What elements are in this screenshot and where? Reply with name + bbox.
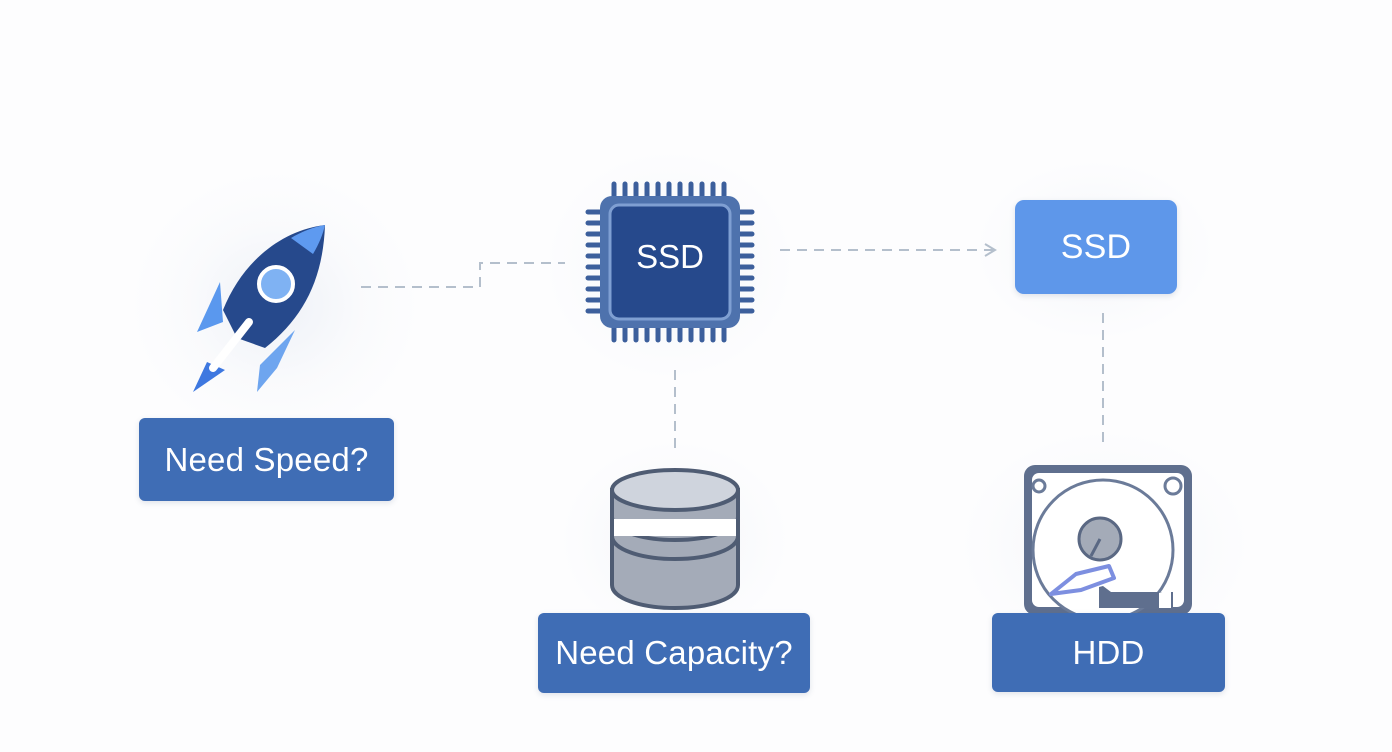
chip-label: SSD [636,238,704,275]
need-capacity-box: Need Capacity? [538,613,810,693]
ssd-result-box: SSD [1015,200,1177,294]
rocket-icon [193,225,325,392]
connector-speed-to-chip [361,262,565,288]
hard-drive-icon [1024,465,1192,618]
need-speed-box: Need Speed? [139,418,394,501]
arrowhead-icon [984,243,997,257]
chip-icon [585,181,755,343]
database-icon [610,468,740,611]
hdd-result-box: HDD [992,613,1225,692]
